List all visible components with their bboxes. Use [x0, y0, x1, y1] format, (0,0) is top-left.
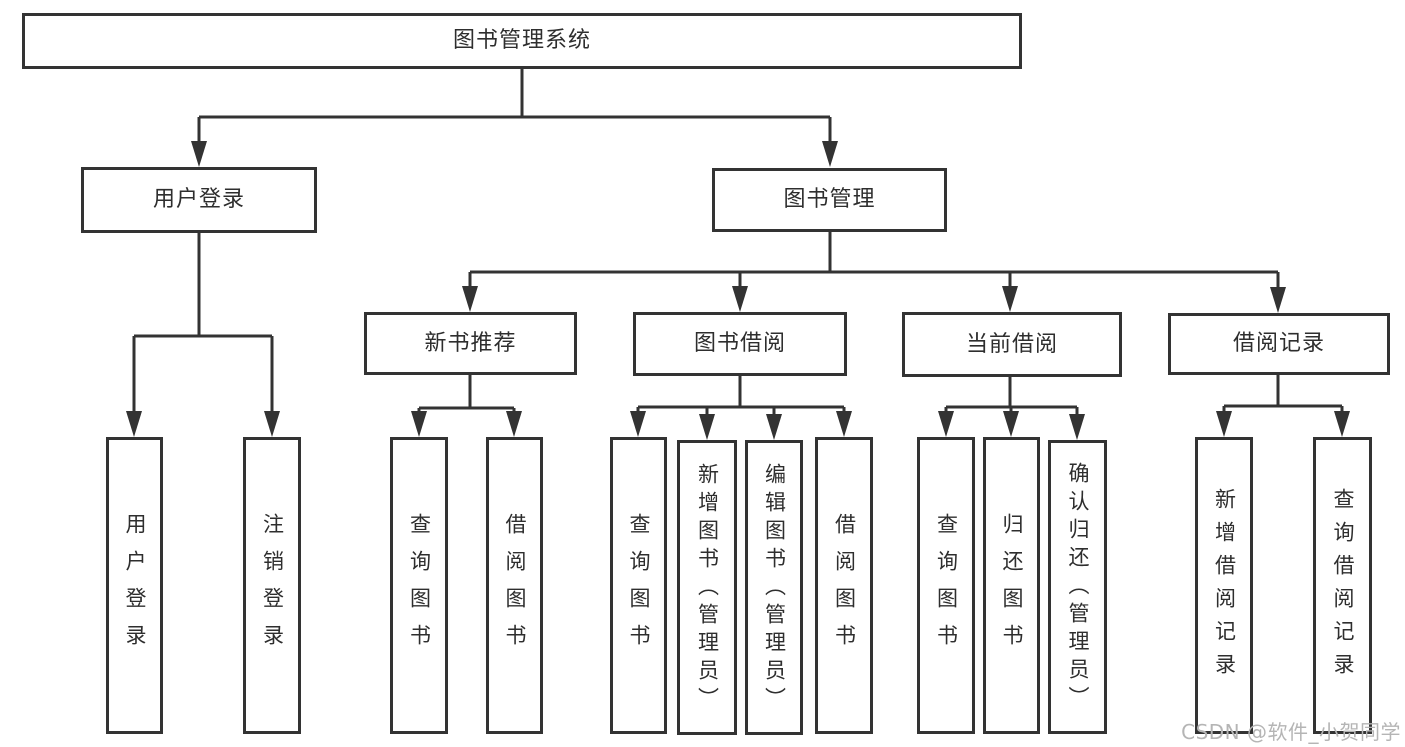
node-user-login: 用户登录	[81, 167, 317, 233]
leaf-add-book-admin: 新增图书（管理员）	[677, 440, 737, 735]
watermark: CSDN @软件_小贺同学	[1181, 720, 1401, 744]
node-new-book-recommend: 新书推荐	[364, 312, 577, 375]
leaf-logout-login: 注销登录	[243, 437, 301, 734]
node-current-borrowing: 当前借阅	[902, 312, 1122, 377]
leaf-confirm-return-admin: 确认归还（管理员）	[1048, 440, 1107, 734]
leaf-borrow-books-borrowing: 借阅图书	[815, 437, 873, 734]
leaf-query-books-recommend: 查询图书	[390, 437, 448, 734]
leaf-return-book: 归还图书	[983, 437, 1040, 734]
leaf-query-books-borrowing: 查询图书	[610, 437, 667, 734]
leaf-edit-book-admin: 编辑图书（管理员）	[745, 440, 803, 735]
leaf-add-borrow-record: 新增借阅记录	[1195, 437, 1253, 734]
leaf-query-borrow-record: 查询借阅记录	[1313, 437, 1372, 734]
node-book-borrowing: 图书借阅	[633, 312, 847, 376]
node-borrowing-records: 借阅记录	[1168, 313, 1390, 375]
leaf-user-login: 用户登录	[106, 437, 163, 734]
leaf-borrow-books-recommend: 借阅图书	[486, 437, 543, 734]
leaf-query-books-current: 查询图书	[917, 437, 975, 734]
node-system-root: 图书管理系统	[22, 13, 1022, 69]
node-book-management: 图书管理	[712, 168, 947, 232]
